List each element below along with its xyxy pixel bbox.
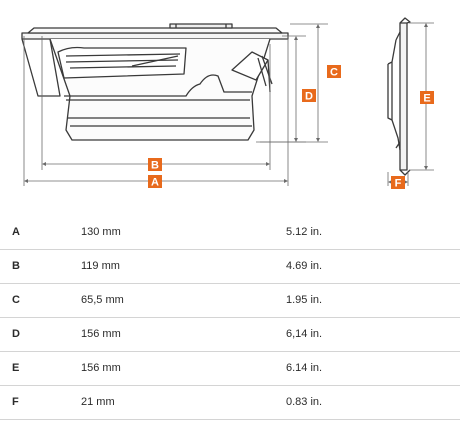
speaker-dimension-diagram: B A C D E F (21, 17, 434, 190)
label-b-text: B (151, 160, 159, 172)
spec-mm-value: 130 mm (81, 226, 121, 238)
speaker-profile-view (387, 17, 411, 176)
spec-inch-value: 4.69 in. (286, 260, 323, 272)
label-d-text: D (305, 91, 313, 103)
spec-inch-value: 6.14 in. (286, 362, 323, 374)
spec-mm-value: 65,5 mm (81, 294, 124, 306)
spec-inch-value: 1.95 in. (286, 294, 323, 306)
mounting-frame (21, 32, 289, 40)
spec-key: E (12, 362, 20, 374)
label-f-text: F (395, 178, 402, 190)
label-e-text: E (423, 93, 430, 105)
spec-key: B (12, 260, 20, 272)
spec-row-f: F 21 mm 0.83 in. (0, 386, 460, 420)
spec-mm-value: 156 mm (81, 362, 121, 374)
dimension-spec-table: A 130 mm 5.12 in. B 119 mm 4.69 in. C 65… (0, 216, 460, 420)
spec-key: D (12, 328, 20, 340)
spec-mm-value: 156 mm (81, 328, 121, 340)
spec-key: C (12, 294, 20, 306)
label-tag-d: D (302, 89, 316, 103)
spec-row-c: C 65,5 mm 1.95 in. (0, 284, 460, 318)
terminal-block (169, 23, 233, 29)
spec-inch-value: 0.83 in. (286, 396, 323, 408)
spec-key: A (12, 226, 20, 238)
label-c-text: C (330, 67, 338, 79)
speaker-side-view (21, 23, 289, 141)
spec-row-e: E 156 mm 6.14 in. (0, 352, 460, 386)
spec-row-b: B 119 mm 4.69 in. (0, 250, 460, 284)
spec-inch-value: 5.12 in. (286, 226, 323, 238)
label-tag-f: F (391, 176, 405, 190)
spec-inch-value: 6,14 in. (286, 328, 323, 340)
spec-mm-value: 21 mm (81, 396, 115, 408)
spec-mm-value: 119 mm (81, 260, 120, 272)
label-tag-c: C (327, 65, 341, 79)
label-a-text: A (151, 177, 159, 189)
label-tag-a: A (148, 175, 162, 189)
label-tag-e: E (420, 91, 434, 105)
spec-row-a: A 130 mm 5.12 in. (0, 216, 460, 250)
label-tag-b: B (148, 158, 162, 172)
spec-key: F (12, 396, 19, 408)
spec-row-d: D 156 mm 6,14 in. (0, 318, 460, 352)
